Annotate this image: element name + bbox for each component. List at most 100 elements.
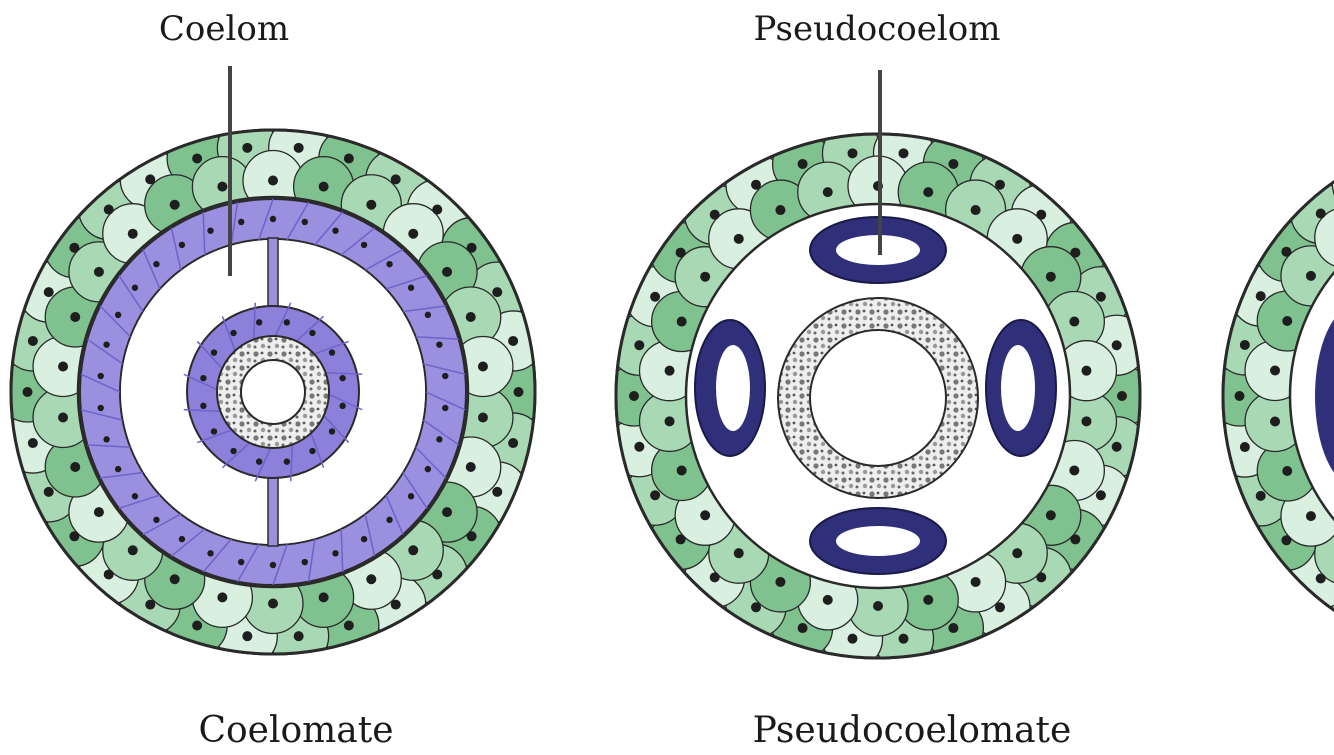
cell-nucleus [1256,291,1266,301]
cell-nucleus [1270,416,1280,426]
cell-nucleus [104,569,114,579]
cell-nucleus [1069,317,1079,327]
cell-nucleus [466,462,476,472]
cell-nucleus [629,391,639,401]
cell-nucleus [268,176,278,186]
mesoderm-nucleus [436,436,442,442]
cell-nucleus [104,205,114,215]
cell-nucleus [1096,292,1106,302]
mesoderm-nucleus [442,405,448,411]
cell-nucleus [1036,210,1046,220]
pseudocoelomate-label: Pseudocoelomate [753,710,1072,751]
cell-nucleus [478,362,488,372]
mesoderm-nucleus [284,319,290,325]
mesoderm-nucleus [442,373,448,379]
cell-nucleus [1112,340,1122,350]
cell-nucleus [923,595,933,605]
mesoderm-nucleus [270,216,276,222]
cell-nucleus [44,287,54,297]
cell-nucleus [634,340,644,350]
cell-nucleus [319,182,329,192]
mesoderm-nucleus [309,448,315,454]
mesoderm-nucleus [256,458,262,464]
cell-nucleus [1070,534,1080,544]
cell-nucleus [128,229,138,239]
cell-nucleus [948,623,958,633]
cell-nucleus [1282,466,1292,476]
mesoderm-nucleus [207,227,213,233]
cell-nucleus [700,510,710,520]
cell-nucleus [847,634,857,644]
cell-nucleus [1069,465,1079,475]
cell-nucleus [1081,366,1091,376]
cell-nucleus [217,592,227,602]
mesoderm-nucleus [256,319,262,325]
cell-nucleus [432,205,442,215]
cell-nucleus [995,602,1005,612]
pseudocoelom-label: Pseudocoelom [754,9,1001,49]
cell-nucleus [391,174,401,184]
cell-nucleus [734,234,744,244]
mesoderm-nucleus [103,341,109,347]
mesoderm-nucleus [436,341,442,347]
mesoderm-nucleus [132,493,138,499]
cell-nucleus [1046,510,1056,520]
mesoderm-nucleus [302,219,308,225]
cell-nucleus [145,600,155,610]
cell-nucleus [466,312,476,322]
cell-nucleus [775,577,785,587]
cell-nucleus [128,545,138,555]
cell-nucleus [492,487,502,497]
mesoderm-nucleus [284,458,290,464]
mesoderm-nucleus [332,227,338,233]
cell-nucleus [734,548,744,558]
cell-nucleus [798,623,808,633]
mesoderm-nucleus [98,405,104,411]
cell-nucleus [1306,511,1316,521]
cell-nucleus [995,180,1005,190]
cell-nucleus [70,312,80,322]
mesoderm-nucleus [408,285,414,291]
mesoderm-nucleus [425,466,431,472]
ventral-mesentery [268,476,278,546]
mesoderm-nucleus [386,517,392,523]
cell-nucleus [391,600,401,610]
mesoderm-nucleus [361,242,367,248]
mesoderm-nucleus [238,559,244,565]
cell-nucleus [1240,442,1250,452]
cell-nucleus [1081,416,1091,426]
cell-nucleus [1316,209,1326,219]
mesoderm-nucleus [386,261,392,267]
mesoderm-nucleus [238,219,244,225]
cell-nucleus [1270,366,1280,376]
cell-nucleus [478,412,488,422]
mesoderm-nucleus [329,349,335,355]
cell-nucleus [514,387,524,397]
coelomate-diagram: Coelom Coelomate [0,9,549,751]
cell-nucleus [650,292,660,302]
cell-nucleus [847,148,857,158]
cell-nucleus [242,143,252,153]
cell-nucleus [344,154,354,164]
cell-nucleus [665,416,675,426]
dorsal-mesentery [268,238,278,308]
cell-nucleus [1281,535,1291,545]
mesoderm-nucleus [179,536,185,542]
cell-nucleus [1012,548,1022,558]
cell-nucleus [58,412,68,422]
cell-nucleus [1012,234,1022,244]
cell-nucleus [1046,272,1056,282]
mesoderm-nucleus [179,242,185,248]
mesoderm-nucleus [339,403,345,409]
cell-nucleus [899,634,909,644]
cell-nucleus [94,507,104,517]
cell-nucleus [1112,442,1122,452]
cell-nucleus [1117,391,1127,401]
mesoderm-nucleus [309,330,315,336]
cell-nucleus [823,595,833,605]
mesoderm-nucleus [302,559,308,565]
cell-nucleus [948,159,958,169]
cell-nucleus [58,362,68,372]
cell-nucleus [294,143,304,153]
